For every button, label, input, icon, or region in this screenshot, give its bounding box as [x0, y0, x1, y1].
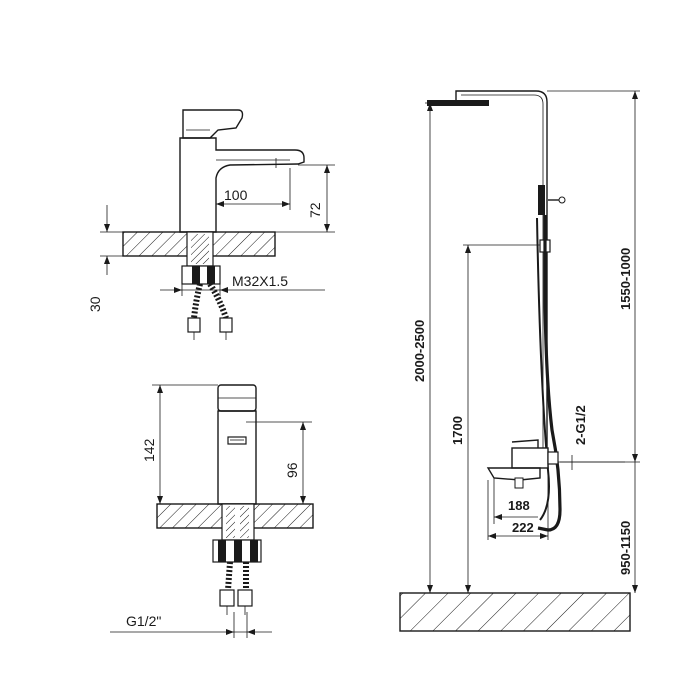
dim-mixer-height-label: 1700 — [450, 416, 465, 445]
dim-connection: 2-G1/2 — [558, 405, 625, 470]
front-body — [217, 410, 257, 505]
dim-outlet-height-label: 96 — [284, 462, 300, 478]
bath-mixer — [511, 447, 549, 469]
dim-spout-reach-label: 100 — [224, 187, 248, 203]
bath-spout — [486, 467, 541, 481]
shower-column: 2000-2500 1550-1000 1700 2-G1/2 — [399, 90, 640, 632]
dim-spout-height-label: 72 — [307, 202, 323, 218]
dim-spout-reach: 100 — [215, 168, 291, 210]
dim-hose-thread: G1/2" — [110, 612, 272, 638]
dim-column-total: 2000-2500 — [412, 102, 456, 593]
dim-spout-188: 188 — [493, 486, 538, 524]
dim-mount-height: 950-1150 — [560, 461, 640, 593]
aerator — [227, 436, 247, 445]
dim-connection-label: 2-G1/2 — [573, 405, 588, 445]
supply-hose-left — [191, 283, 203, 319]
hand-shower — [538, 185, 545, 215]
dim-spout-height: 72 — [275, 164, 335, 233]
dim-thread-label: M32X1.5 — [232, 273, 288, 289]
dim-total-height-label: 142 — [141, 438, 157, 462]
basin-mixer-front-view: 142 96 G1/2" — [110, 384, 314, 638]
dim-spout-188-label: 188 — [508, 498, 530, 513]
dim-mount-height-label: 950-1150 — [618, 521, 633, 575]
rain-shower-head — [427, 100, 489, 106]
dim-column-total-label: 2000-2500 — [412, 320, 427, 382]
dim-spout-222-label: 222 — [512, 520, 534, 535]
dim-shank-depth: 30 — [87, 205, 123, 312]
floor — [399, 592, 631, 632]
dim-shank-depth-label: 30 — [87, 296, 103, 312]
dim-total-height: 142 — [141, 384, 218, 504]
dim-spout-222: 222 — [487, 468, 549, 540]
mixer-handle — [182, 109, 244, 139]
mixer-body — [179, 137, 305, 233]
dim-thread: M32X1.5 — [160, 273, 325, 296]
dim-mixer-height: 1700 — [450, 244, 540, 593]
shower-arm — [455, 90, 548, 240]
dim-rail-length: 1550-1000 — [547, 90, 640, 462]
dim-hose-thread-label: G1/2" — [126, 613, 161, 629]
dim-rail-length-label: 1550-1000 — [618, 248, 633, 310]
dim-outlet-height: 96 — [246, 421, 312, 504]
basin-mixer-side-view: 100 72 30 M32X1.5 — [87, 109, 335, 340]
